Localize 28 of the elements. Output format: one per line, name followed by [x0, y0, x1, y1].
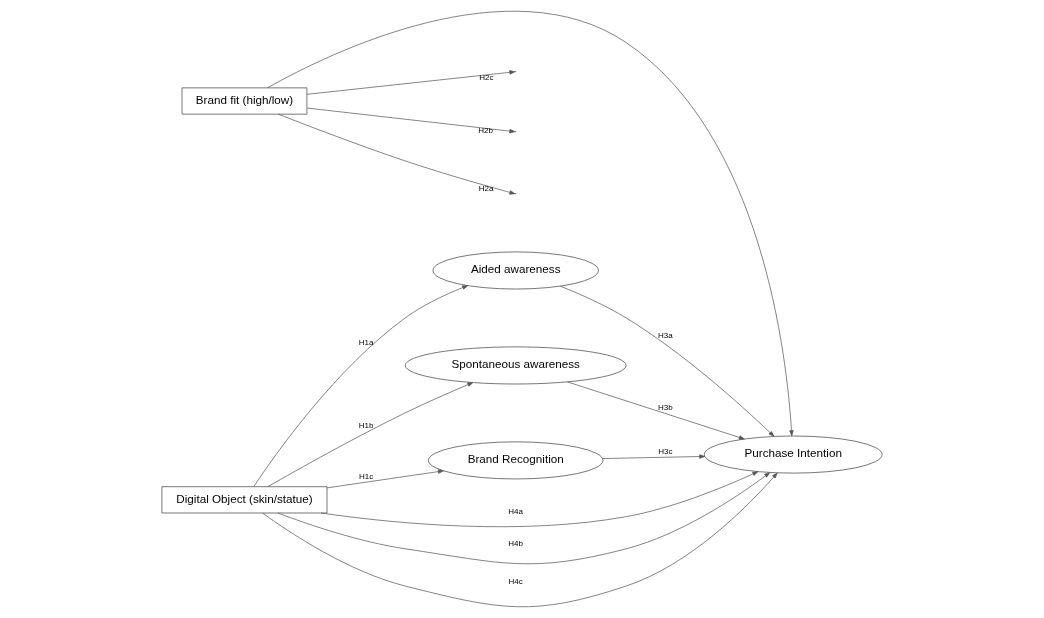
edge-label: H2a [478, 184, 494, 194]
arrow [253, 285, 469, 487]
node-box: Brand fit (high/low) [181, 87, 308, 115]
arrow [567, 381, 745, 440]
edge-label: H3b [657, 402, 673, 412]
node-box: Digital Object (skin/statue) [161, 486, 328, 514]
arrow [320, 471, 759, 528]
edge-label: H4a [508, 507, 524, 517]
arrow [267, 11, 794, 437]
arrow [277, 472, 771, 565]
edge-label: H2b [478, 126, 494, 136]
edge-label: H1b [358, 421, 374, 431]
edge-label: H3a [657, 331, 673, 341]
arrow [306, 70, 516, 95]
edge-label: H4c [508, 576, 523, 586]
arrow [267, 382, 474, 488]
arrow [559, 285, 775, 437]
arrow [278, 113, 516, 195]
node-ellipse: Brand Recognition [428, 441, 604, 480]
arrow [326, 469, 444, 489]
edge-label: H4b [508, 539, 524, 549]
edge-label: H3c [658, 447, 673, 457]
arrow [306, 107, 516, 134]
edge-label: H2c [479, 73, 494, 83]
arrow [262, 472, 778, 608]
edge-label: H1c [358, 471, 374, 481]
arrow [602, 454, 706, 459]
edge-label: H1a [358, 337, 374, 347]
